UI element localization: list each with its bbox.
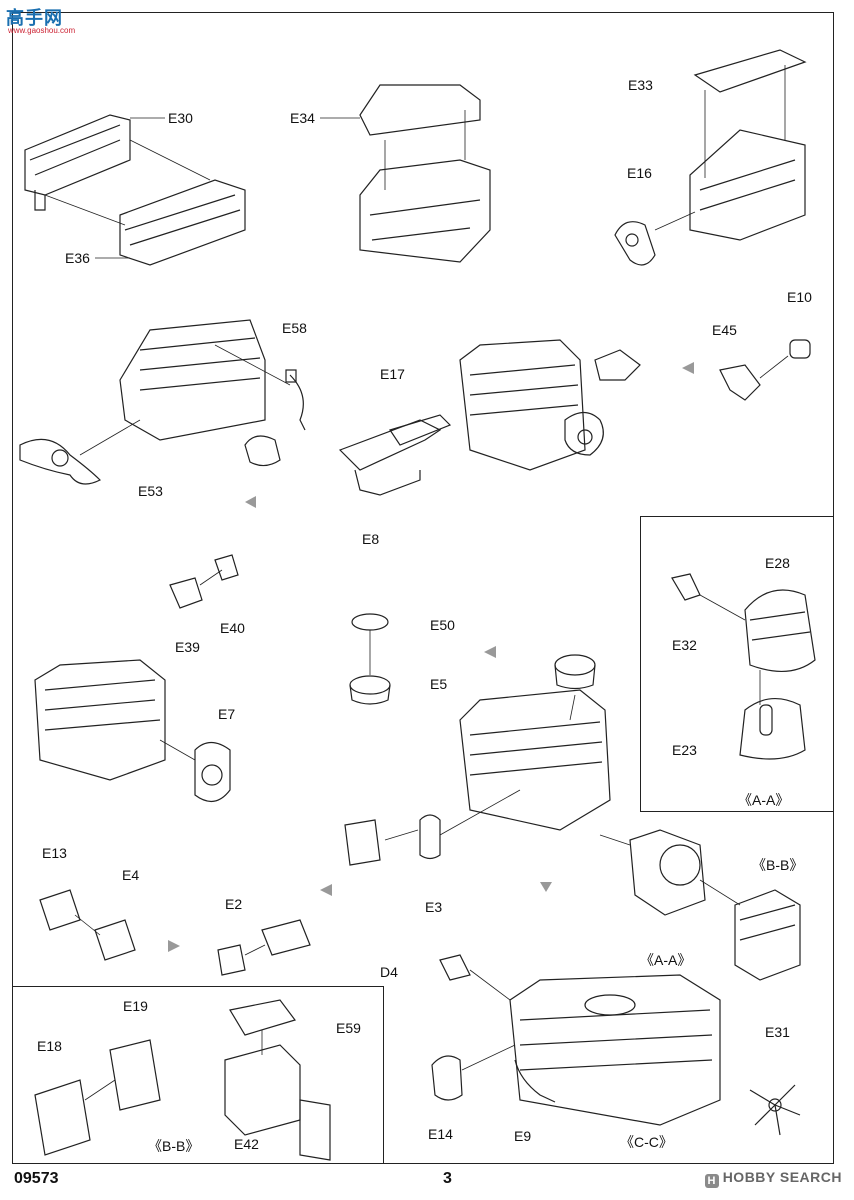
label-e50: E50 xyxy=(430,617,455,633)
label-e58: E58 xyxy=(282,320,307,336)
label-e39: E39 xyxy=(175,639,200,655)
footer-code: 09573 xyxy=(14,1170,59,1187)
section-label-cc-main: 《C-C》 xyxy=(620,1134,673,1150)
label-e19: E19 xyxy=(123,998,148,1014)
label-e40: E40 xyxy=(220,620,245,636)
label-e23: E23 xyxy=(672,742,697,758)
hobbysearch-text: HOBBY SEARCH xyxy=(722,1169,842,1185)
watermark-cn-text: 高手网 xyxy=(6,8,63,28)
label-e30: E30 xyxy=(168,110,193,126)
label-e33: E33 xyxy=(628,77,653,93)
label-d4: D4 xyxy=(380,964,398,980)
label-e10: E10 xyxy=(787,289,812,305)
label-e7: E7 xyxy=(218,706,236,722)
label-e53: E53 xyxy=(138,483,163,499)
label-e59: E59 xyxy=(336,1020,361,1036)
label-e17: E17 xyxy=(380,366,405,382)
detail-box-bb xyxy=(12,986,384,1164)
label-e36: E36 xyxy=(65,250,90,266)
label-e14: E14 xyxy=(428,1126,453,1142)
label-e31: E31 xyxy=(765,1024,790,1040)
section-label-bb-main: 《B-B》 xyxy=(752,857,804,873)
label-e3: E3 xyxy=(425,899,443,915)
label-e28: E28 xyxy=(765,555,790,571)
label-e45: E45 xyxy=(712,322,737,338)
watermark-url-text: www.gaoshou.com xyxy=(8,26,76,35)
watermark-logo: 高手网 www.gaoshou.com xyxy=(2,2,82,50)
label-e18: E18 xyxy=(37,1038,62,1054)
label-e16: E16 xyxy=(627,165,652,181)
label-e9: E9 xyxy=(514,1128,532,1144)
footer-page-number: 3 xyxy=(443,1170,452,1187)
label-e8: E8 xyxy=(362,531,380,547)
label-e13: E13 xyxy=(42,845,67,861)
label-e4: E4 xyxy=(122,867,140,883)
label-e42: E42 xyxy=(234,1136,259,1152)
label-e32: E32 xyxy=(672,637,697,653)
section-label-aa-box: 《A-A》 xyxy=(738,792,790,808)
detail-box-aa xyxy=(640,516,834,812)
hobbysearch-icon: H xyxy=(704,1174,719,1188)
section-label-bb-box: 《B-B》 xyxy=(148,1138,200,1154)
section-label-aa-main: 《A-A》 xyxy=(640,952,692,968)
label-e34: E34 xyxy=(290,110,315,126)
label-e2: E2 xyxy=(225,896,243,912)
label-e5: E5 xyxy=(430,676,448,692)
